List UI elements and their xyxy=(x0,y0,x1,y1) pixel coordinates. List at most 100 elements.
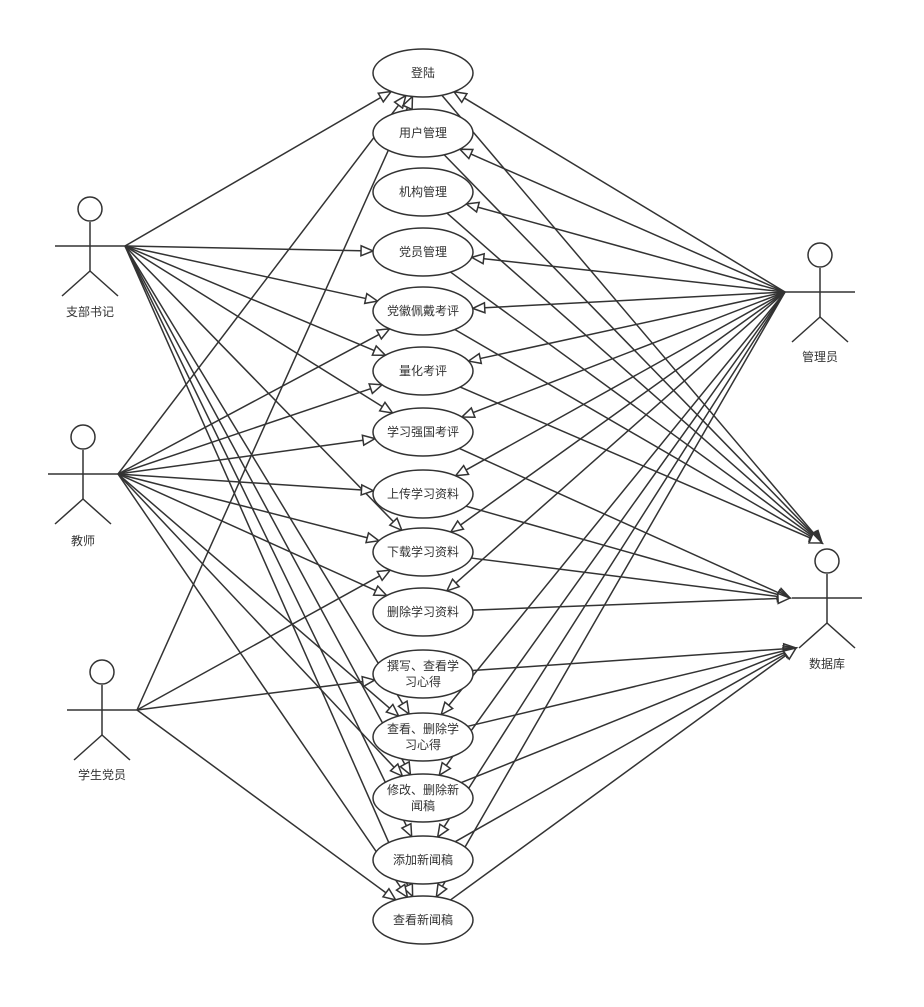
edge-admin-to-delete-notes xyxy=(439,291,786,717)
association-line xyxy=(466,203,786,293)
association-line xyxy=(450,271,823,544)
edge-admin-to-upload-material xyxy=(453,291,786,477)
use-case-ellipse xyxy=(372,649,474,699)
use-case-label: 用户管理 xyxy=(399,125,447,140)
association-line xyxy=(117,384,383,475)
edge-secretary-to-quant-eval xyxy=(124,245,388,356)
use-case-add-news[interactable]: 添加新闻稿 xyxy=(372,835,474,885)
hollow-arrowhead xyxy=(360,244,375,257)
hollow-arrowhead xyxy=(363,292,380,305)
association-line xyxy=(117,437,376,475)
actor-database[interactable]: 数据库 xyxy=(792,548,862,671)
use-case-label: 学习强国考评 xyxy=(387,424,459,439)
association-line xyxy=(124,245,378,302)
edge-write-notes-to-database xyxy=(472,642,798,672)
association-line xyxy=(459,148,786,293)
edge-secretary-to-view-news xyxy=(124,245,414,899)
use-case-download-material[interactable]: 下载学习资料 xyxy=(372,527,474,577)
actor-head xyxy=(807,242,833,268)
use-case-member-mgmt[interactable]: 党员管理 xyxy=(372,227,474,277)
use-case-ellipse xyxy=(372,227,474,277)
hollow-arrowhead xyxy=(439,700,454,717)
association-line xyxy=(459,447,791,599)
actor-left-leg xyxy=(54,498,84,525)
association-line xyxy=(124,245,403,531)
actor-label: 数据库 xyxy=(809,656,845,671)
use-case-org-mgmt[interactable]: 机构管理 xyxy=(372,167,474,217)
use-case-label: 习心得 xyxy=(405,674,441,689)
use-case-upload-material[interactable]: 上传学习资料 xyxy=(372,469,474,519)
actor-right-leg xyxy=(89,270,119,297)
edge-admin-to-quant-eval xyxy=(466,291,786,365)
hollow-arrowhead xyxy=(376,569,392,582)
hollow-arrowhead xyxy=(372,584,389,597)
association-line xyxy=(450,291,786,533)
edge-student-to-download-material xyxy=(136,569,392,711)
use-case-label: 习心得 xyxy=(405,737,441,752)
actor-student[interactable]: 学生党员 xyxy=(67,659,137,782)
use-case-view-news[interactable]: 查看新闻稿 xyxy=(372,895,474,945)
association-line xyxy=(446,212,823,544)
edge-admin-to-delete-material xyxy=(445,291,786,593)
edge-admin-to-badge-eval xyxy=(470,291,786,314)
edge-teacher-to-delete-material xyxy=(117,473,389,597)
association-line xyxy=(124,245,386,356)
use-case-login[interactable]: 登陆 xyxy=(372,48,474,98)
use-case-xxqg-eval[interactable]: 学习强国考评 xyxy=(372,407,474,457)
association-line xyxy=(441,94,823,544)
hollow-arrowhead xyxy=(385,703,401,718)
actor-secretary[interactable]: 支部书记 xyxy=(55,196,125,319)
edge-download-material-to-database xyxy=(471,557,792,603)
actor-head xyxy=(77,196,103,222)
association-line xyxy=(136,679,375,711)
association-line xyxy=(443,154,823,544)
use-case-ellipse xyxy=(372,346,474,396)
hollow-arrowhead xyxy=(782,646,798,661)
association-line xyxy=(117,473,403,777)
use-case-ellipse xyxy=(372,895,474,945)
association-line xyxy=(136,96,414,711)
hollow-arrowhead xyxy=(389,762,404,778)
edge-upload-material-to-database xyxy=(465,505,792,601)
edge-admin-to-user-mgmt xyxy=(458,148,786,293)
use-case-ellipse xyxy=(372,587,474,637)
hollow-arrowhead xyxy=(460,406,477,419)
edge-admin-to-xxqg-eval xyxy=(460,291,786,419)
hollow-arrowhead xyxy=(361,434,377,447)
edge-student-to-view-news xyxy=(136,709,398,902)
use-case-label: 查看、删除学 xyxy=(387,721,459,736)
association-line xyxy=(117,473,374,492)
association-line xyxy=(124,245,412,776)
use-case-quant-eval[interactable]: 量化考评 xyxy=(372,346,474,396)
use-case-label: 修改、删除新 xyxy=(387,782,459,797)
association-line xyxy=(461,647,797,784)
actor-head xyxy=(70,424,96,450)
association-line xyxy=(124,90,392,247)
edge-delete-material-to-database xyxy=(472,592,792,611)
use-case-badge-eval[interactable]: 党徽佩戴考评 xyxy=(372,286,474,336)
use-case-delete-material[interactable]: 删除学习资料 xyxy=(372,587,474,637)
association-line xyxy=(136,709,397,901)
actor-teacher[interactable]: 教师 xyxy=(48,424,118,548)
hollow-arrowhead xyxy=(453,464,470,477)
hollow-arrowhead xyxy=(388,516,404,532)
association-line xyxy=(467,647,797,728)
use-case-ellipse xyxy=(372,108,474,158)
hollow-arrowhead xyxy=(375,327,392,341)
hollow-arrowhead xyxy=(401,94,414,111)
association-line xyxy=(453,91,786,293)
edge-admin-to-edit-news xyxy=(438,291,786,777)
actor-admin[interactable]: 管理员 xyxy=(785,242,855,364)
hollow-arrowhead xyxy=(365,531,381,544)
use-case-label: 闻稿 xyxy=(411,798,435,813)
hollow-arrowhead xyxy=(449,519,465,534)
use-case-user-mgmt[interactable]: 用户管理 xyxy=(372,108,474,158)
association-line xyxy=(450,647,797,901)
use-case-label: 下载学习资料 xyxy=(387,544,459,559)
association-line xyxy=(465,505,791,599)
association-line xyxy=(446,291,786,592)
